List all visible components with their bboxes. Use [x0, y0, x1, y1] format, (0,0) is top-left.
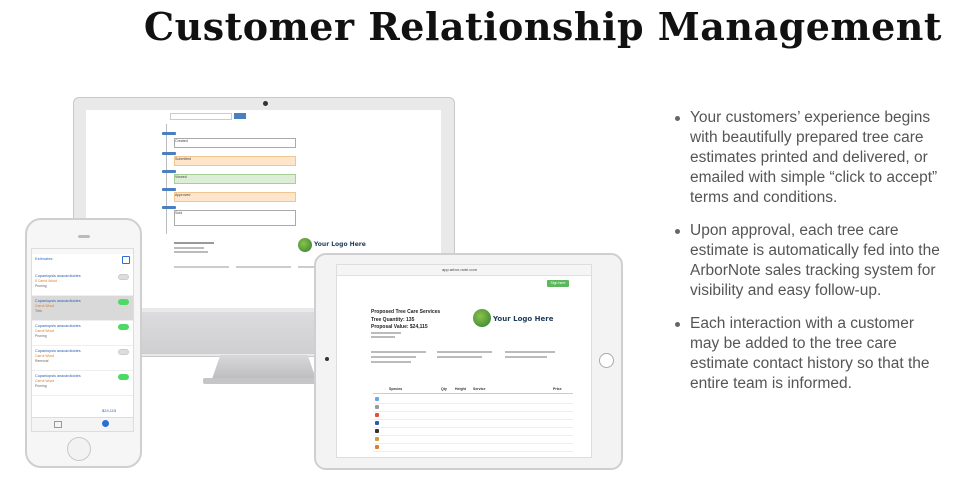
flow-item: Submitted: [174, 156, 296, 166]
doc-line: [371, 336, 395, 338]
profile-tab-icon[interactable]: [102, 420, 109, 427]
monitor-screen: Created Submitted Viewed Approved Sold Y…: [86, 110, 441, 308]
timeline-marker: [162, 170, 176, 173]
doc-line: [174, 251, 208, 253]
doc-line: [371, 356, 416, 358]
toggle-switch[interactable]: [118, 349, 129, 355]
doc-line: [437, 356, 482, 358]
doc-line: [437, 351, 492, 353]
flow-item: Approved: [174, 192, 296, 202]
monitor-stand-base: [203, 378, 325, 384]
flow-item: Created: [174, 138, 296, 148]
timeline-marker: [162, 188, 176, 191]
speaker-icon: [78, 235, 90, 238]
doc-line: [371, 332, 401, 334]
total-value: $24,115: [102, 408, 117, 413]
browser-bar: [337, 265, 591, 276]
doc-line: [505, 356, 547, 358]
camera-icon: [263, 101, 268, 106]
search-button[interactable]: [234, 113, 246, 119]
table-row: [373, 428, 573, 436]
doc-heading: [174, 242, 214, 244]
logo-icon: [298, 238, 312, 252]
bullet-icon: [675, 116, 680, 121]
table-header: Species Qty Height Service Price: [373, 387, 573, 394]
tree-quantity: Tree Quantity: 135: [371, 317, 415, 323]
list-tab-icon[interactable]: [54, 421, 62, 428]
timeline-line: [166, 124, 167, 234]
feature-item: Your customers’ experience begins with b…: [675, 108, 945, 208]
camera-icon: [325, 357, 329, 361]
table-row: [373, 420, 573, 428]
feature-item: Each interaction with a customer may be …: [675, 314, 945, 394]
table-row: [373, 396, 573, 404]
tablet-screen: app.arbor-note.com Sign here Proposed Tr…: [336, 264, 592, 458]
doc-line: [174, 266, 229, 268]
doc-line: [505, 351, 555, 353]
monitor-stand: [212, 355, 316, 379]
page-title: Customer Relationship Management: [143, 4, 942, 49]
toggle-switch[interactable]: [118, 274, 129, 280]
logo-text: Your Logo Here: [493, 315, 554, 323]
flow-item: Sold: [174, 210, 296, 226]
table-row: [373, 444, 573, 452]
doc-line: [174, 247, 204, 249]
logo-icon: [473, 309, 491, 327]
back-button[interactable]: Estimates: [35, 256, 53, 261]
proposal-value: Proposal Value: $24,115: [371, 324, 428, 330]
bullet-icon: [675, 322, 680, 327]
tab-bar: [32, 417, 133, 431]
toggle-switch[interactable]: [118, 324, 129, 330]
toggle-switch[interactable]: [118, 374, 129, 380]
table-row: [373, 412, 573, 420]
doc-line: [371, 351, 426, 353]
search-input[interactable]: [170, 113, 232, 120]
feature-text: Each interaction with a customer may be …: [690, 315, 930, 392]
feature-item: Upon approval, each tree care estimate i…: [675, 221, 945, 301]
feature-list: Your customers’ experience begins with b…: [675, 108, 945, 407]
table-row: [373, 436, 573, 444]
feature-text: Upon approval, each tree care estimate i…: [690, 222, 940, 299]
timeline-marker: [162, 206, 176, 209]
table-row: [373, 404, 573, 412]
toggle-switch[interactable]: [118, 299, 129, 305]
doc-line: [236, 266, 291, 268]
timeline-marker: [162, 132, 176, 135]
flow-item: Viewed: [174, 174, 296, 184]
url-bar[interactable]: app.arbor-note.com: [442, 267, 477, 272]
share-icon[interactable]: [122, 256, 130, 264]
feature-text: Your customers’ experience begins with b…: [690, 109, 938, 206]
home-button[interactable]: [599, 353, 614, 368]
status-bar: [32, 249, 133, 254]
sign-button[interactable]: Sign here: [547, 280, 569, 287]
timeline-marker: [162, 152, 176, 155]
bullet-icon: [675, 229, 680, 234]
home-button[interactable]: [67, 437, 91, 461]
doc-title: Proposed Tree Care Services: [371, 309, 441, 315]
doc-line: [371, 361, 411, 363]
logo-text: Your Logo Here: [314, 241, 366, 248]
